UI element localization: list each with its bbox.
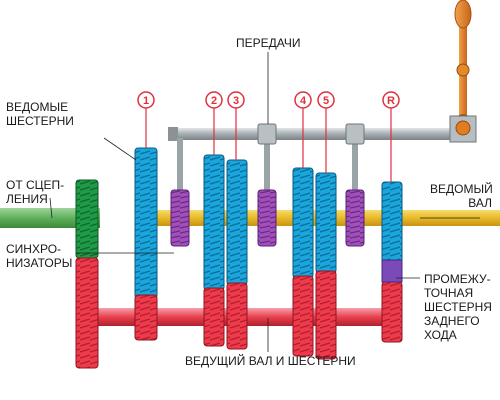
gear-marker-1: 1 xyxy=(137,91,155,109)
lever-pivot xyxy=(455,120,471,136)
driven-gear-1 xyxy=(134,147,158,299)
gear-marker-r: R xyxy=(382,91,400,109)
label-reverse-idler: ПРОМЕЖУ- ТОЧНАЯ ШЕСТЕРНЯ ЗАДНЕГО ХОДА xyxy=(424,272,492,342)
label-driven-shaft: ВЕДОМЫЙ ВАЛ xyxy=(430,182,493,210)
synchronizer-1-2 xyxy=(170,189,190,247)
label-synchronizers: СИНХРО- НИЗАТОРЫ xyxy=(6,242,73,270)
gear-marker-5: 5 xyxy=(317,91,335,109)
rail-collar xyxy=(257,123,277,145)
synchronizer-3-4 xyxy=(257,189,277,247)
leader-from-clutch xyxy=(49,197,53,219)
drive-gear-2 xyxy=(203,287,225,347)
gear-marker-4: 4 xyxy=(294,91,312,109)
drive-gear-4 xyxy=(292,275,314,357)
svg-text:R: R xyxy=(387,95,395,107)
drive-gear-5 xyxy=(315,270,337,360)
selector-rail-end xyxy=(168,127,178,141)
shift-fork-rod xyxy=(352,138,358,194)
input-gear xyxy=(75,179,99,259)
driven-gear-4 xyxy=(292,167,314,279)
label-gears-selector: ПЕРЕДАЧИ xyxy=(236,36,301,50)
gear-marker-3: 3 xyxy=(227,91,245,109)
leader-driven-gears xyxy=(103,137,137,161)
gear-marker-2: 2 xyxy=(205,91,223,109)
lever-joint xyxy=(456,63,470,77)
drive-gear-1 xyxy=(134,294,158,341)
driven-gear-3 xyxy=(226,159,248,286)
svg-text:3: 3 xyxy=(233,95,239,107)
drive-gear-3 xyxy=(226,282,248,350)
synchronizer-5-r xyxy=(345,189,365,247)
driven-gear-2 xyxy=(203,154,225,291)
label-from-clutch: ОТ СЦЕП- ЛЕНИЯ xyxy=(6,178,65,206)
svg-text:1: 1 xyxy=(143,95,149,107)
input-shaft xyxy=(0,208,100,228)
label-drive-shaft: ВЕДУЩИЙ ВАЛ И ШЕСТЕРНИ xyxy=(185,354,356,368)
driven-gear-r xyxy=(381,181,403,263)
driven-gear-5 xyxy=(315,172,337,274)
svg-text:2: 2 xyxy=(211,95,217,107)
selector-rail xyxy=(172,128,467,140)
shift-fork-rod xyxy=(264,138,270,194)
svg-text:5: 5 xyxy=(323,95,329,107)
reverse-idler-gear xyxy=(381,259,403,283)
svg-text:4: 4 xyxy=(300,95,307,107)
label-driven-gears: ВЕДОМЫЕ ШЕСТЕРНИ xyxy=(6,100,74,128)
drive-gear-main xyxy=(75,257,99,369)
gear-lever-knob xyxy=(454,0,472,29)
rail-collar xyxy=(345,123,365,145)
shift-fork-rod xyxy=(177,138,183,194)
drive-gear-r xyxy=(381,281,403,343)
